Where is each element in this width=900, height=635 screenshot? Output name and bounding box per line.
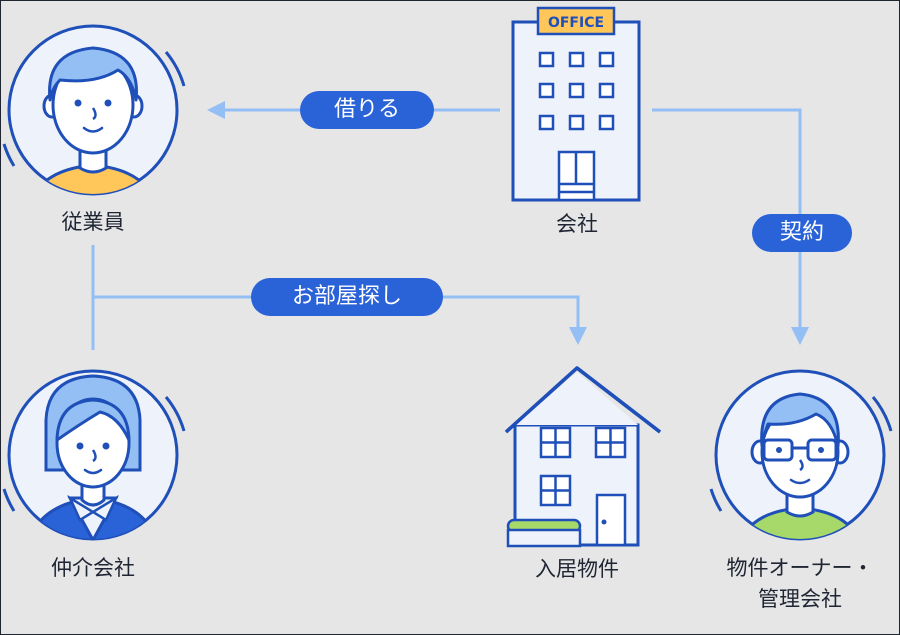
house-icon [504,366,662,548]
arrow-to-employee-icon [207,101,225,119]
contract-label: 契約 [752,214,852,252]
rent-label: 借りる [300,91,434,129]
arrow-to-property-icon [569,327,587,345]
arrow-to-owner-icon [791,327,809,345]
office-sign [536,6,616,36]
agency-avatar [2,369,186,541]
property-label: 入居物件 [535,557,619,581]
office-building-icon: OFFICE [511,6,641,202]
connector-lines [91,108,802,350]
arrowheads [207,101,809,345]
company-label: 会社 [556,212,598,236]
agency-label: 仲介会社 [51,556,135,580]
employee-avatar [2,24,186,196]
owner-avatar [709,369,893,541]
room-search-label: お部屋探し [251,278,443,316]
office-sign-text: OFFICE [548,15,604,31]
owner-label-line2: 管理会社 [758,587,842,611]
contract-connector [652,108,802,330]
employee-label: 従業員 [61,210,125,234]
owner-label-line1: 物件オーナー・ [726,556,874,580]
